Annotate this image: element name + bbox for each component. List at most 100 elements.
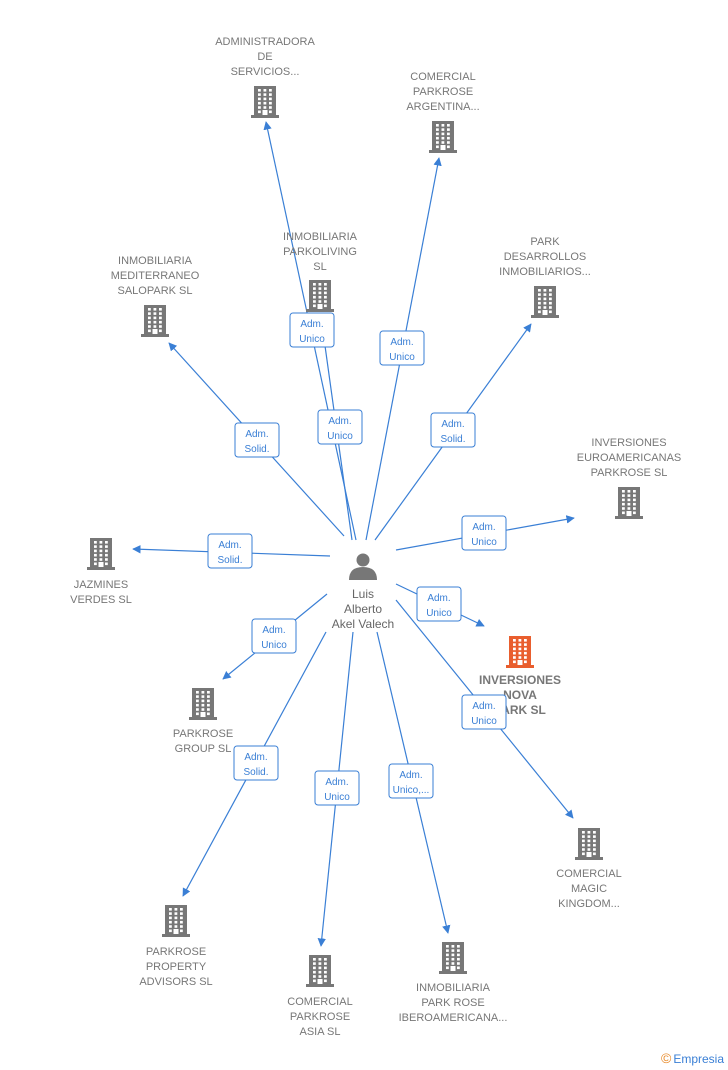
brand-name: Empresia [673,1052,724,1066]
building-icon [506,636,534,668]
relation-badge-inmobiliaria-parkoliving: Adm.Unico [317,409,363,445]
relation-text: Adm. [390,337,413,348]
node-label-line: PARKROSE [146,946,206,958]
node-label: COMERCIAL PARKROSE ASIA SL [287,996,352,1038]
relation-text: Unico [389,352,415,363]
node-label-line: SL [313,261,326,273]
person-name-line: Akel Valech [332,617,394,631]
relation-badge-comercial-parkrose-argentina: Adm. Unico [379,330,425,366]
node-label-line: EUROAMERICANAS [577,452,682,464]
node-parkrose-property-advisors[interactable]: PARKROSE PROPERTY ADVISORS SL [139,905,213,988]
building-icon [306,955,334,987]
building-icon [251,86,279,118]
relation-badge-inversiones-euroamericanas: Adm.Unico [461,515,507,551]
node-comercial-parkrose-asia[interactable]: COMERCIAL PARKROSE ASIA SL [287,955,353,1038]
relation-badge-parkrose-group: Adm.Unico [251,618,297,654]
relation-badge-box [388,763,434,799]
person-icon [349,553,377,580]
node-label-line: ASIA SL [300,1026,341,1038]
node-label-line: PARKROSE [290,1011,350,1023]
brand-watermark: ©Empresia [661,1050,724,1066]
node-label-line: INMOBILIARIA [283,231,358,243]
node-label-line: PARK [530,236,560,248]
node-park-desarrollos[interactable]: PARK DESARROLLOS INMOBILIARIOS... [499,236,591,318]
relation-badge-box [317,409,363,445]
relation-text: Adm. [328,416,351,427]
node-label-line: PARKROSE SL [591,467,668,479]
relation-badge-inmobiliaria-park-rose-iberoamericana: Adm. Unico,... [388,763,434,799]
relation-text: Adm. [472,522,495,533]
relation-badge-box [233,745,279,781]
relation-badge-box [251,618,297,654]
node-label-line: INVERSIONES [479,673,561,687]
relation-badge-box [379,330,425,366]
node-label-line: PROPERTY [146,961,207,973]
node-label-line: COMERCIAL [287,996,352,1008]
relation-text: Adm. [244,752,267,763]
building-icon [162,905,190,937]
node-label-line: DESARROLLOS [504,251,587,263]
relation-text: Adm. [325,777,348,788]
relation-text: Adm. [300,319,323,330]
node-inversiones-euroamericanas[interactable]: INVERSIONES EUROAMERICANAS PARKROSE SL [577,437,682,519]
relation-text: Unico,... [393,785,430,796]
relation-badge-box [430,412,476,448]
node-label-line: NOVA [503,688,537,702]
relation-text: Adm. [427,593,450,604]
relation-text: Unico [471,716,497,727]
node-label-line: INMOBILIARIA [118,255,193,267]
building-icon [615,487,643,519]
person-name-line: Alberto [344,602,382,616]
relation-text: Adm. [399,770,422,781]
relation-text: Solid. [243,767,268,778]
relation-text: Unico [299,334,325,345]
relation-badge-box [289,312,335,348]
node-label: PARK DESARROLLOS INMOBILIARIOS... [499,236,591,278]
relation-badge-parkrose-property-advisors: Adm. Solid. [233,745,279,781]
node-label-line: SERVICIOS... [231,66,300,78]
building-icon [439,942,467,974]
node-label-line: INVERSIONES [591,437,666,449]
relation-badge-park-desarrollos: Adm.Solid. [430,412,476,448]
relation-badge-box [234,422,280,458]
relation-text: Adm. [245,429,268,440]
node-label-line: MAGIC [571,883,607,895]
node-label-line: PARK SL [494,703,546,717]
relation-badge-box [416,586,462,622]
relation-badge-jazmines-verdes: Adm.Solid. [207,533,253,569]
relation-text: Solid. [217,555,242,566]
node-label-line: DE [257,51,272,63]
node-label: INVERSIONES EUROAMERICANAS PARKROSE SL [577,437,682,479]
building-icon [87,538,115,570]
relation-text: Solid. [244,444,269,455]
node-label-line: COMERCIAL [410,71,475,83]
node-label-line: SALOPARK SL [118,285,193,297]
relation-text: Adm. [262,625,285,636]
node-label: PARKROSE PROPERTY ADVISORS SL [139,946,212,988]
relation-badge-box [207,533,253,569]
node-label-line: COMERCIAL [556,868,621,880]
relation-text: Unico [426,608,452,619]
node-label-line: ADVISORS SL [139,976,212,988]
relation-text: Solid. [440,434,465,445]
node-label-line: GROUP SL [175,743,232,755]
node-label-line: JAZMINES [74,579,128,591]
node-label-line: INMOBILIARIOS... [499,266,591,278]
